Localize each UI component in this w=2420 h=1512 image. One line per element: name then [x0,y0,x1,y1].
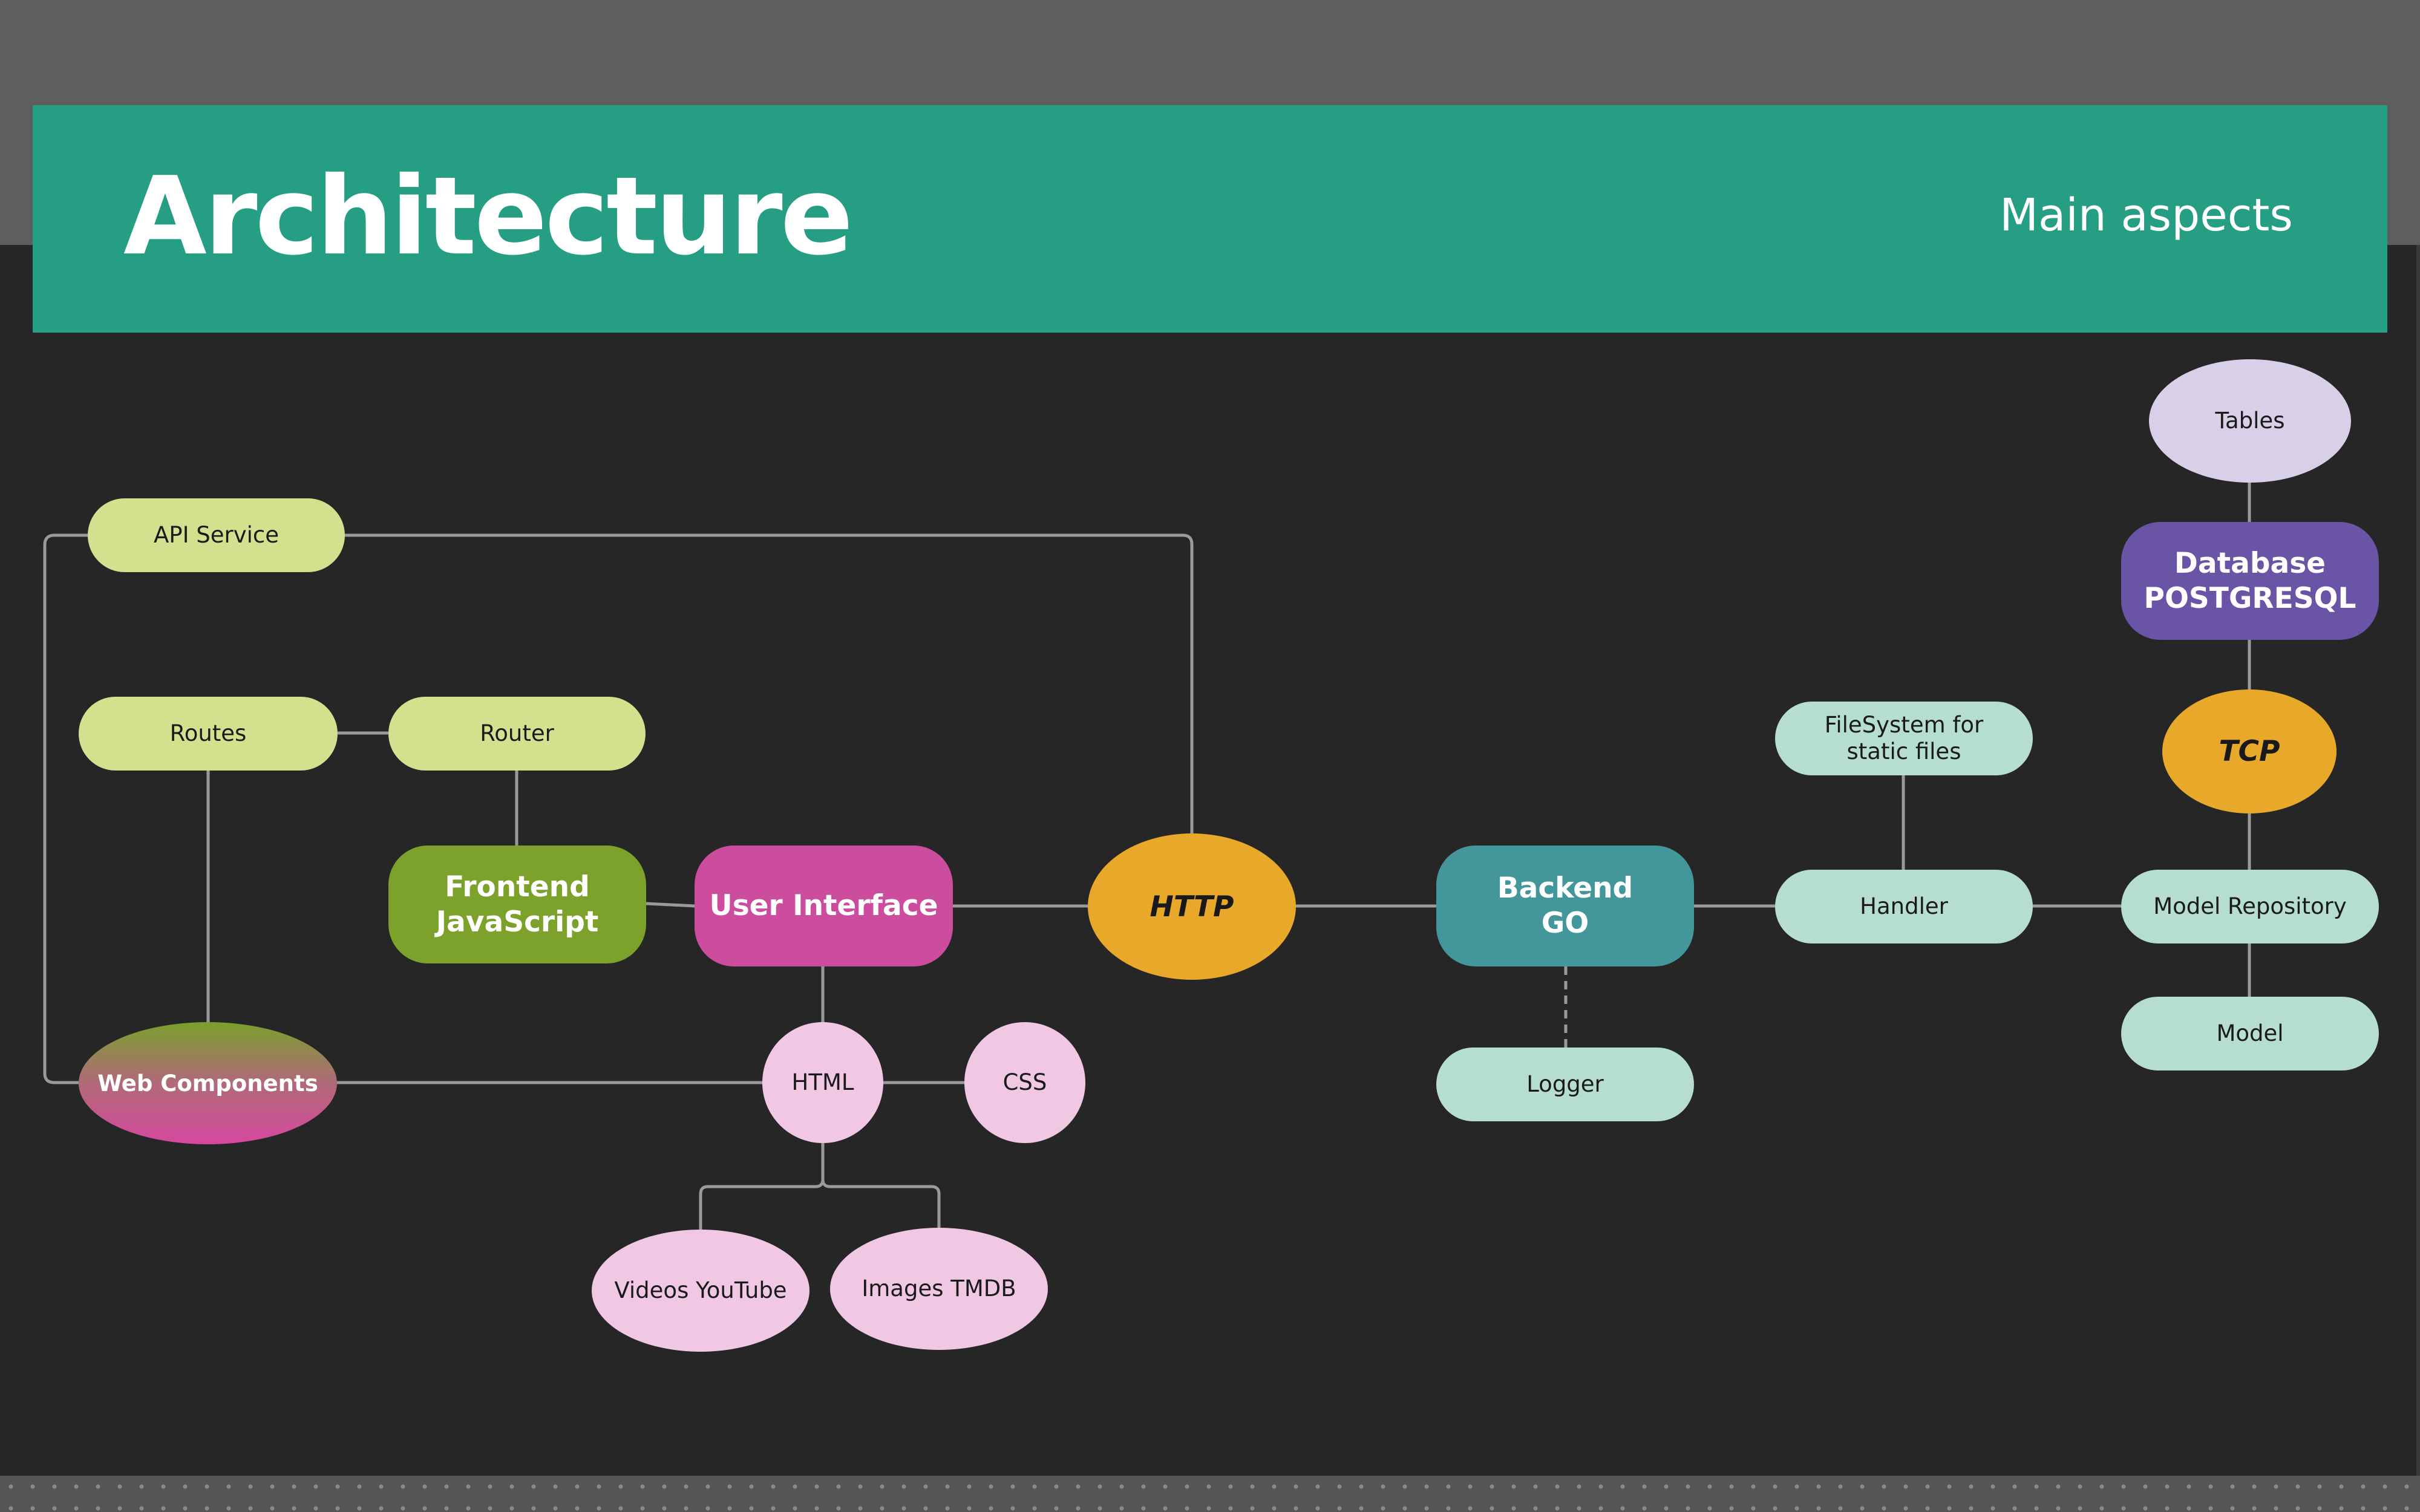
model-repository-node: Model Repository [2121,870,2379,943]
connector-html-media [699,1143,941,1230]
model-node: Model [2121,997,2379,1070]
connector-api-webcomponents [43,533,88,1084]
connector-frontend-ui [646,902,695,908]
connector-api-http [345,533,1194,835]
images-tmdb-node: Images TMDB [830,1228,1048,1350]
router-node: Router [388,697,646,771]
filesystem-node: FileSystem for static files [1775,702,2033,775]
web-components-node: Web Components [79,1022,337,1144]
logger-node: Logger [1436,1048,1694,1121]
routes-node: Routes [79,697,338,771]
slide-title: Architecture [123,154,853,279]
css-node: CSS [964,1022,1085,1143]
tcp-node: TCP [2162,689,2337,813]
handler-node: Handler [1775,870,2033,943]
slide-header: Architecture Main aspects [33,105,2387,333]
tables-node: Tables [2149,359,2351,483]
slide-subtitle: Main aspects [2000,189,2293,241]
http-node: HTTP [1088,833,1296,980]
api-service-node: API Service [88,498,345,572]
videos-youtube-node: Videos YouTube [592,1230,809,1352]
user-interface-node: User Interface [695,846,953,966]
html-node: HTML [762,1022,883,1143]
right-edge [2416,245,2420,1476]
backend-go-node: Backend GO [1436,846,1694,966]
database-postgresql-node: Database POSTGRESQL [2121,522,2379,640]
bottom-band [0,1476,2420,1512]
frontend-javascript-node: Frontend JavaScript [388,846,646,963]
